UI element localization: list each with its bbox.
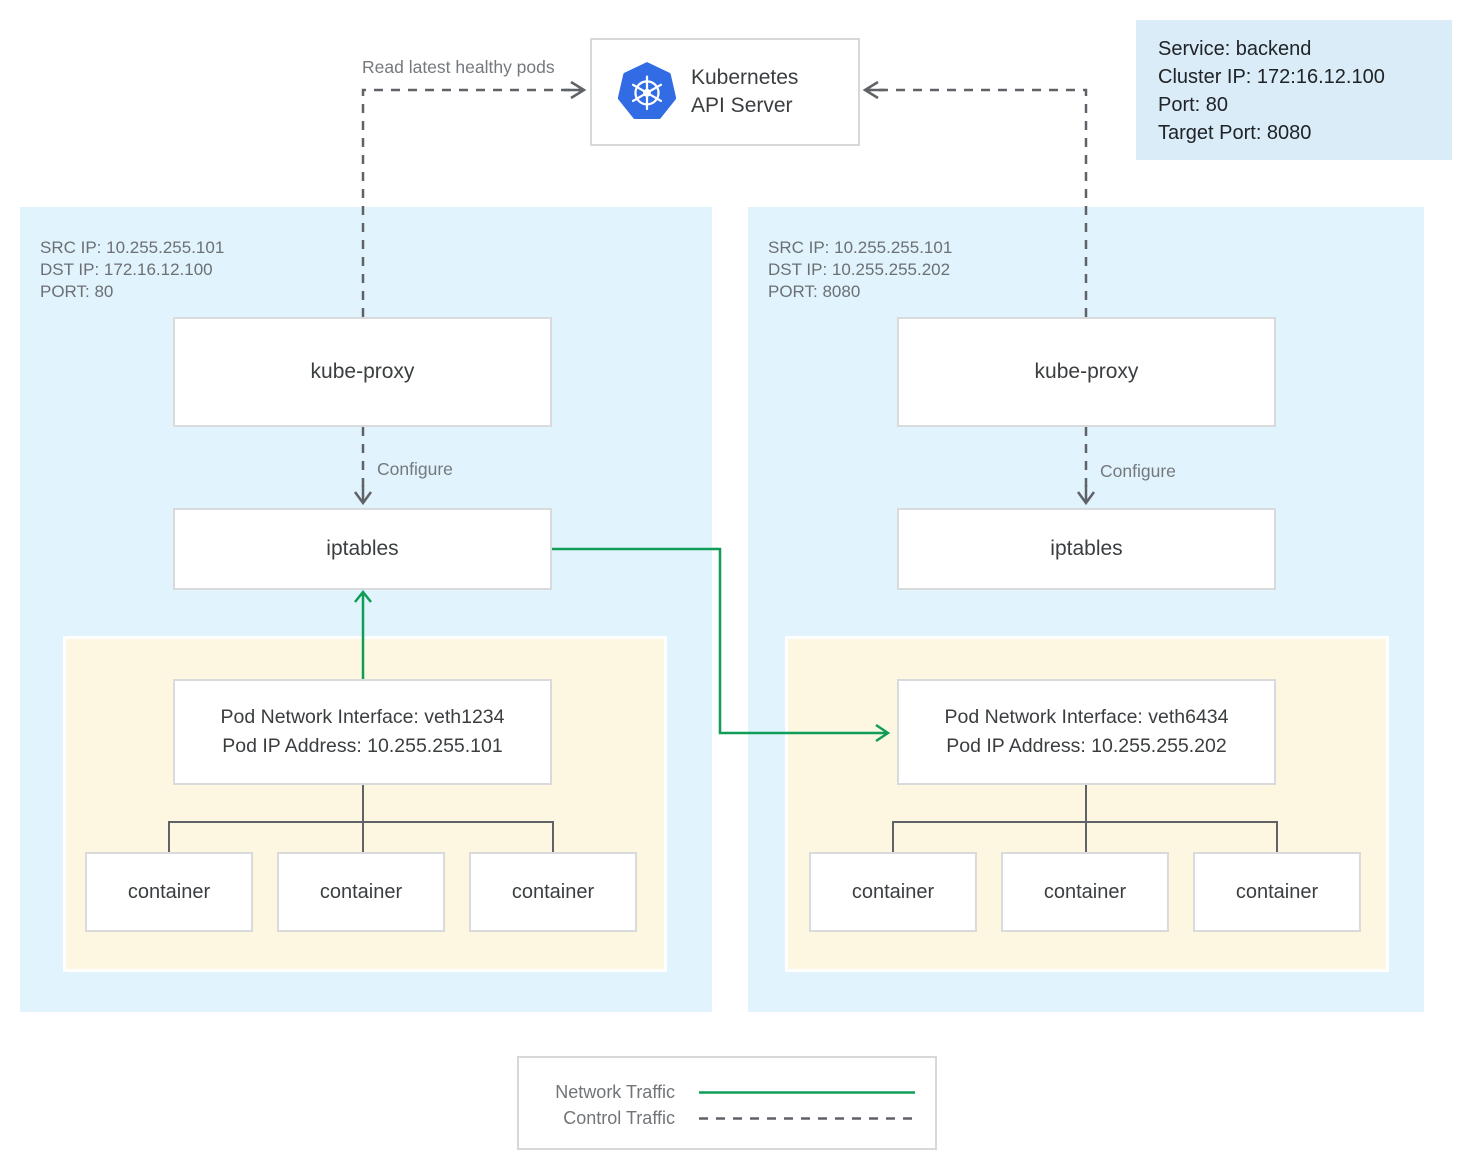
node-right-dst-ip: DST IP: 10.255.255.202	[768, 260, 951, 279]
kube-proxy-box-right: kube-proxy	[897, 317, 1276, 427]
container-box: container	[809, 852, 977, 932]
kube-proxy-box-left: kube-proxy	[173, 317, 552, 427]
legend-control-traffic-label: Control Traffic	[563, 1107, 675, 1128]
node-left-port: PORT: 80	[40, 282, 114, 301]
pod-network-interface-box-left: Pod Network Interface: veth1234 Pod IP A…	[173, 679, 552, 785]
pod-left-interface-line: Pod Network Interface: veth1234	[220, 706, 505, 728]
control-traffic-line-sample	[699, 1116, 915, 1121]
container-box: container	[277, 852, 445, 932]
service-cluster-ip-line: Cluster IP: 172:16.12.100	[1158, 66, 1385, 88]
read-latest-healthy-pods-label: Read latest healthy pods	[362, 57, 555, 77]
pod-left-ip-line: Pod IP Address: 10.255.255.101	[222, 735, 503, 757]
node-left-src-ip: SRC IP: 10.255.255.101	[40, 238, 225, 257]
container-box: container	[469, 852, 637, 932]
service-name-line: Service: backend	[1158, 38, 1312, 60]
network-traffic-line-sample	[699, 1090, 915, 1095]
node-right-port: PORT: 8080	[768, 282, 861, 301]
legend-network-traffic-label: Network Traffic	[555, 1081, 675, 1102]
iptables-box-right: iptables	[897, 508, 1276, 590]
node-right-src-ip: SRC IP: 10.255.255.101	[768, 238, 953, 257]
legend-network-traffic-row: Network Traffic	[519, 1079, 935, 1105]
kubernetes-logo-icon	[618, 62, 676, 120]
kubernetes-api-server-box: Kubernetes API Server	[590, 38, 860, 146]
helm-hub	[643, 88, 651, 97]
node-left-dst-ip: DST IP: 172.16.12.100	[40, 260, 213, 279]
pod-right-interface-line: Pod Network Interface: veth6434	[944, 706, 1229, 728]
legend-control-traffic-row: Control Traffic	[519, 1105, 935, 1131]
api-server-title-line1: Kubernetes	[691, 66, 799, 89]
container-box: container	[85, 852, 253, 932]
configure-label-left: Configure	[377, 459, 453, 479]
arrowhead-left-icon	[862, 80, 885, 100]
container-box: container	[1001, 852, 1169, 932]
pod-right-ip-line: Pod IP Address: 10.255.255.202	[946, 735, 1227, 757]
node-left-header: SRC IP: 10.255.255.101 DST IP: 172.16.12…	[40, 237, 224, 303]
configure-label-right: Configure	[1100, 461, 1176, 481]
arrowhead-right-icon	[564, 80, 587, 100]
node-right-header: SRC IP: 10.255.255.101 DST IP: 10.255.25…	[768, 237, 952, 303]
pod-network-interface-box-right: Pod Network Interface: veth6434 Pod IP A…	[897, 679, 1276, 785]
legend-box: Network Traffic Control Traffic	[517, 1056, 937, 1150]
service-target-port-line: Target Port: 8080	[1158, 122, 1312, 144]
container-box: container	[1193, 852, 1361, 932]
iptables-box-left: iptables	[173, 508, 552, 590]
api-server-title: Kubernetes API Server	[691, 64, 798, 120]
service-info-box: Service: backend Cluster IP: 172:16.12.1…	[1136, 20, 1452, 160]
service-port-line: Port: 80	[1158, 94, 1229, 116]
api-server-title-line2: API Server	[691, 94, 793, 117]
